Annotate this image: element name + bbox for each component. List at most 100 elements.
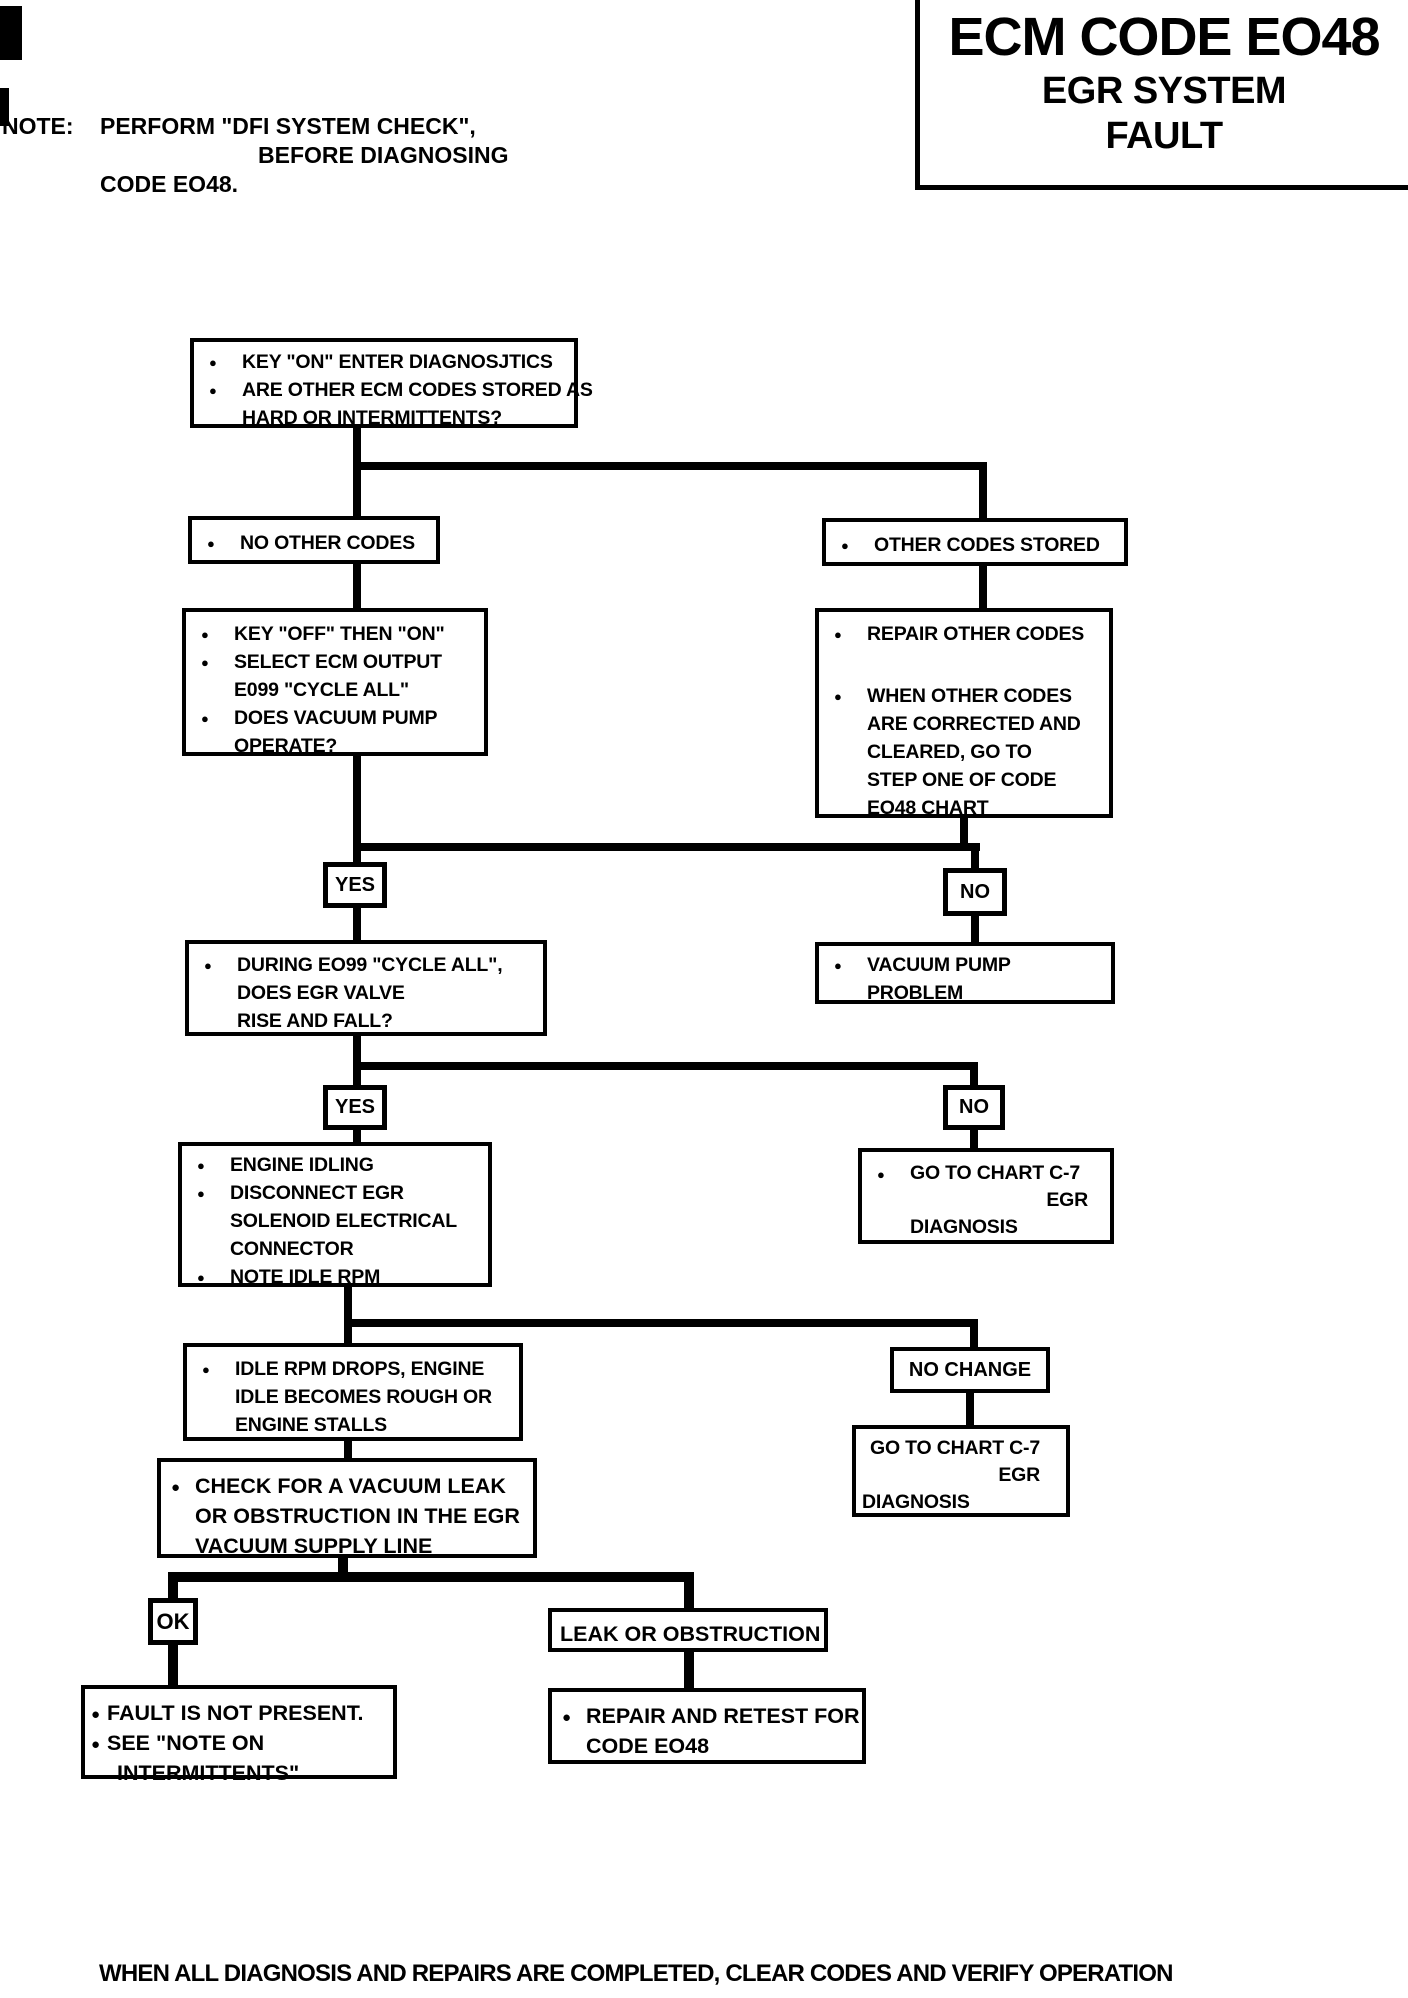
bullet-icon: ●	[202, 1362, 210, 1377]
node-no-change: NO CHANGE	[890, 1347, 1050, 1393]
node-repair-other-codes: ●REPAIR OTHER CODES ●WHEN OTHER CODES AR…	[815, 608, 1113, 819]
connector	[353, 424, 361, 468]
bullet-icon: ●	[841, 538, 849, 553]
bullet-icon: ●	[197, 1270, 205, 1285]
node-text: KEY "ON" ENTER DIAGNOSJTICS	[242, 351, 553, 373]
node-text: INTERMITTENTS"	[117, 1761, 300, 1785]
node-text: NO OTHER CODES	[240, 532, 415, 554]
node-text: OR OBSTRUCTION IN THE EGR	[195, 1504, 520, 1528]
connector	[353, 462, 361, 520]
node-text: STEP ONE OF CODE	[867, 769, 1057, 791]
bullet-icon: ●	[171, 1479, 181, 1496]
node-text: CHECK FOR A VACUUM LEAK	[195, 1474, 506, 1498]
connector	[684, 1580, 694, 1612]
branch-label: NO CHANGE	[908, 1358, 1032, 1381]
node-engine-idling: ● ENGINE IDLING ● DISCONNECT EGR SOLENOID …	[178, 1142, 492, 1288]
note-label: NOTE:	[2, 113, 74, 139]
connector	[970, 1325, 978, 1351]
bullet-icon: ●	[201, 655, 209, 670]
node-text: VACUUM SUPPLY LINE	[195, 1534, 433, 1558]
connector	[353, 562, 361, 612]
node-text: ENGINE STALLS	[235, 1414, 387, 1436]
connector	[344, 1285, 352, 1325]
connector	[966, 1391, 974, 1429]
connector	[971, 914, 979, 946]
connector	[344, 1439, 352, 1462]
connector	[970, 1068, 978, 1088]
connector	[971, 849, 979, 871]
bullet-icon: ●	[834, 958, 842, 973]
node-no-other-codes: ●NO OTHER CODES	[188, 516, 440, 564]
node-text: ENGINE IDLING	[230, 1154, 374, 1176]
bullet-icon: ●	[834, 689, 842, 704]
node-text: HARD OR INTERMITTENTS?	[242, 407, 502, 429]
connector	[353, 1062, 978, 1070]
node-other-codes-stored: ● OTHER CODES STORED	[822, 518, 1128, 566]
node-text: KEY "OFF" THEN "ON"	[234, 623, 445, 645]
node-check-vacuum-leak: ● CHECK FOR A VACUUM LEAK OR OBSTRUCTION …	[157, 1458, 537, 1558]
node-text: REPAIR OTHER CODES	[867, 623, 1085, 645]
connector	[960, 816, 968, 846]
bullet-icon: ●	[209, 383, 217, 398]
node-text: E099 "CYCLE ALL"	[234, 679, 409, 701]
connector	[344, 1325, 352, 1347]
node-go-to-chart-c7-egr-2: GO TO CHART C-7 EGR DIAGNOSIS	[852, 1425, 1070, 1517]
node-text: DOES EGR VALVE	[237, 982, 405, 1004]
note-line-2: BEFORE DIAGNOSING	[258, 142, 509, 168]
page-title: ECM CODE EO48	[948, 7, 1380, 67]
node-text: DIAGNOSIS	[910, 1216, 1018, 1238]
connector	[168, 1572, 694, 1582]
node-text: SOLENOID ELECTRICAL	[230, 1210, 457, 1232]
connector	[338, 1556, 348, 1580]
node-text: DISCONNECT EGR	[230, 1182, 404, 1204]
footer-note: WHEN ALL DIAGNOSIS AND REPAIRS ARE COMPL…	[99, 1960, 1173, 1987]
bullet-icon: ●	[562, 1709, 572, 1726]
connector	[353, 754, 361, 848]
node-text: IDLE RPM DROPS, ENGINE	[235, 1358, 485, 1380]
connector	[970, 1128, 978, 1152]
branch-label: OK	[156, 1608, 190, 1634]
node-text: CLEARED, GO TO	[867, 741, 1032, 763]
connector	[979, 462, 987, 522]
label-yes-2: YES	[323, 1085, 387, 1130]
bullet-icon: ●	[201, 711, 209, 726]
branch-label: NO	[960, 880, 990, 903]
node-text: EO48 CHART	[867, 797, 989, 819]
connector	[344, 1319, 978, 1327]
node-idle-rpm-drops: ● IDLE RPM DROPS, ENGINE IDLE BECOMES ROU…	[183, 1343, 523, 1441]
node-repair-and-retest: ●REPAIR AND RETEST FOR CODE EO48	[548, 1688, 866, 1764]
node-text: CONNECTOR	[230, 1238, 354, 1260]
bullet-icon: ●	[197, 1186, 205, 1201]
label-no-1: NO	[943, 868, 1007, 916]
connector	[168, 1580, 178, 1602]
node-text: GO TO CHART C-7	[910, 1162, 1080, 1184]
connector	[979, 564, 987, 612]
branch-label: LEAK OR OBSTRUCTION	[560, 1622, 821, 1646]
node-text: VACUUM PUMP	[867, 954, 1011, 976]
node-text: SELECT ECM OUTPUT	[234, 651, 442, 673]
node-text: SEE "NOTE ON	[107, 1731, 265, 1755]
node-text: GO TO CHART C-7	[870, 1437, 1040, 1459]
title-box: ECM CODE EO48 EGR SYSTEM FAULT	[915, 0, 1408, 190]
label-yes-1: YES	[323, 862, 387, 908]
bullet-icon: ●	[91, 1706, 101, 1723]
connector	[353, 849, 361, 865]
connector	[353, 1034, 361, 1068]
node-key-off-cycle-all: ●KEY "OFF" THEN "ON" ●SELECT ECM OUTPUT …	[182, 608, 488, 757]
bullet-icon: ●	[877, 1167, 885, 1182]
bullet-icon: ●	[834, 627, 842, 642]
connector	[168, 1643, 178, 1689]
node-text: ARE CORRECTED AND	[867, 713, 1081, 735]
branch-label: NO	[959, 1096, 989, 1118]
node-text: OTHER CODES STORED	[874, 534, 1100, 556]
node-text: DOES VACUUM PUMP	[234, 707, 438, 729]
note-line-3: CODE EO48.	[100, 171, 239, 197]
node-text: REPAIR AND RETEST FOR	[586, 1704, 860, 1728]
node-text: ARE OTHER ECM CODES STORED AS	[242, 379, 593, 401]
node-fault-not-present: ●FAULT IS NOT PRESENT. ●SEE "NOTE ON INT…	[81, 1685, 397, 1785]
node-text: IDLE BECOMES ROUGH OR	[235, 1386, 492, 1408]
connector	[353, 1068, 361, 1088]
connector	[684, 1650, 694, 1692]
node-text: DIAGNOSIS	[862, 1491, 970, 1513]
